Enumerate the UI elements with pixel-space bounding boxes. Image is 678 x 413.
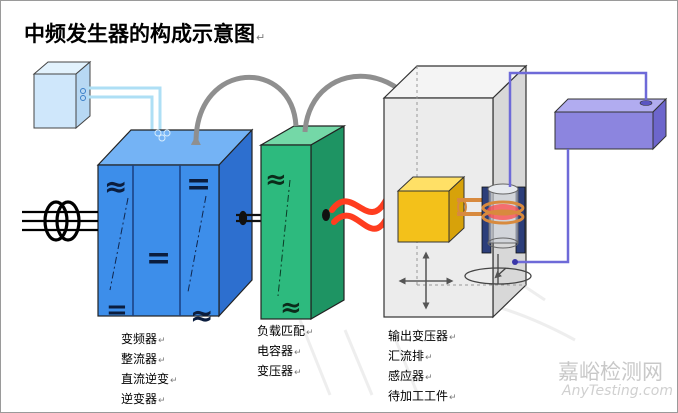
cooling-pipe [88, 86, 162, 130]
power-input-coil [22, 200, 98, 242]
movement-arrows-icon [398, 251, 454, 310]
inverter-unit-label: 直流逆变 [121, 370, 178, 390]
inverter-unit-labels: 变频器整流器直流逆变逆变器 [121, 330, 178, 410]
inverter-unit-label: 逆变器 [121, 390, 178, 410]
inverter-dc-symbol-bottom: = [106, 295, 128, 325]
diagram-title: 中频发生器的构成示意图↵ [24, 22, 266, 46]
signal-line [508, 71, 648, 264]
output-transformer [396, 175, 466, 244]
inverter-dc-symbol-mid: = [146, 241, 171, 276]
matching-unit-label: 负载匹配 [257, 322, 314, 342]
signal-sensor [512, 259, 518, 265]
output-unit-label: 输出变压器 [388, 327, 457, 347]
cabinet-connector [236, 210, 262, 226]
matching-ac-in-symbol: ≈ [265, 165, 287, 195]
matching-ac-out-symbol: ≈ [280, 293, 302, 323]
output-unit-labels: 输出变压器汇流排感应器待加工工件 [388, 327, 457, 407]
inverter-unit-label: 整流器 [121, 350, 178, 370]
output-unit-label: 感应器 [388, 367, 457, 387]
inverter-dc-symbol-top: = [186, 167, 211, 202]
matching-unit-labels: 负载匹配电容器变压器 [257, 322, 314, 382]
inverter-ac-in-symbol: ≈ [104, 170, 127, 203]
inverter-cabinet [96, 128, 254, 318]
inverter-unit-label: 变频器 [121, 330, 178, 350]
output-unit-label: 汇流排 [388, 347, 457, 367]
workpiece [481, 183, 525, 249]
watermark-url: AnyTesting.com [562, 383, 673, 399]
inverter-ac-out-symbol: ≈ [190, 299, 213, 332]
matching-cabinet [258, 124, 347, 321]
matching-unit-label: 变压器 [257, 362, 314, 382]
matching-unit-label: 电容器 [257, 342, 314, 362]
output-unit-label: 待加工工件 [388, 387, 457, 407]
flow-arrow-cabinet-to-matching [190, 75, 299, 146]
water-tank [32, 60, 92, 130]
watermark-text: 嘉峪检测网 [558, 360, 663, 384]
control-box [553, 97, 668, 151]
rotation-arrow-icon [464, 254, 532, 285]
